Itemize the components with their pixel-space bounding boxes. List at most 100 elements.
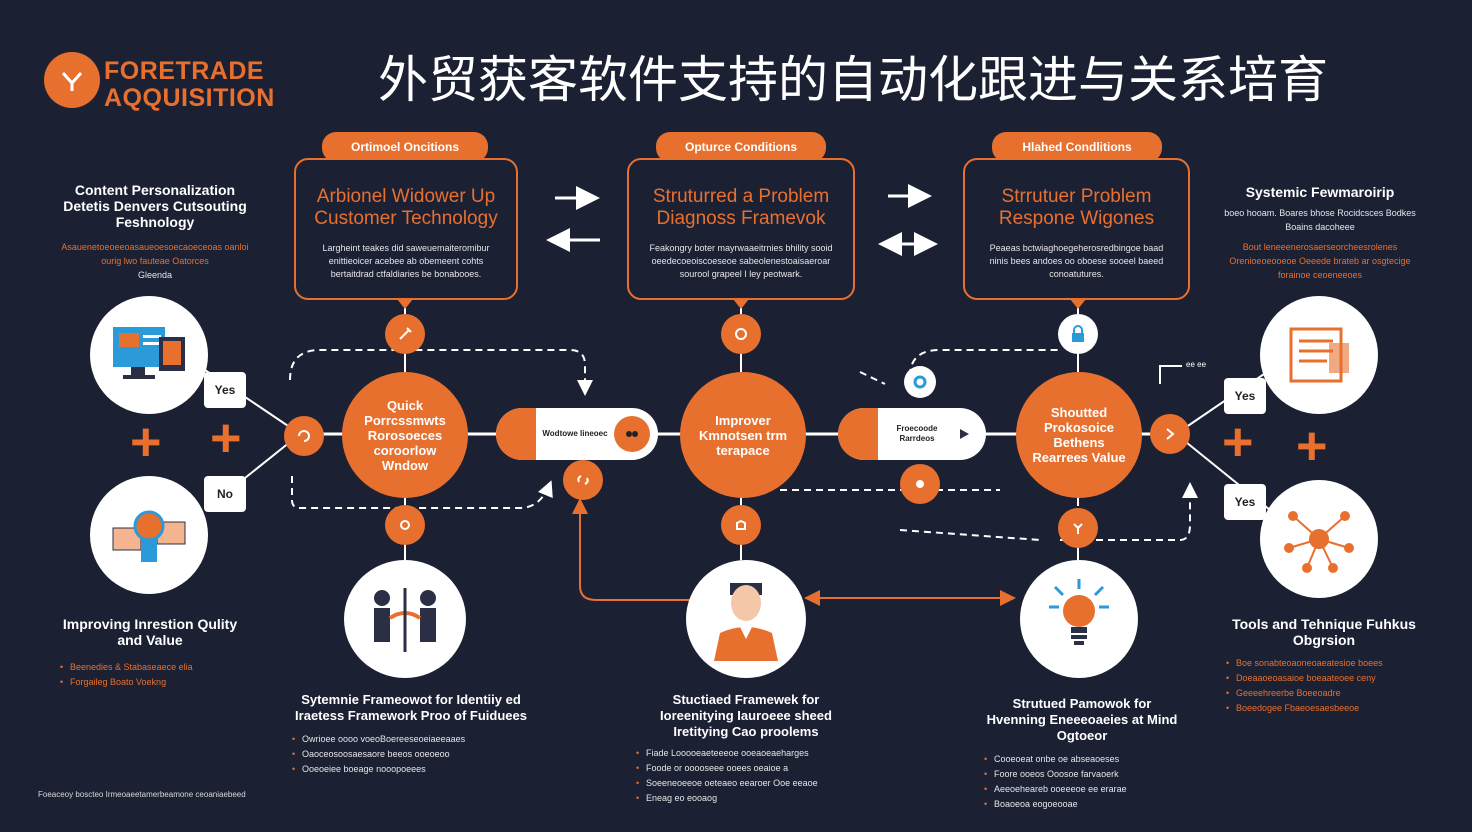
bottom-block-1: Sytemnie Frameowot for Identiiy ed Iraet… [292,692,530,777]
bottom-block-1-bullet-3: Ooeoeiee boeage nooopoeees [292,762,530,777]
card-2-title: Struturred a Problem Diagnoss Framevok [652,186,830,229]
connect-icon [626,431,638,437]
person-icon [714,583,778,661]
monitor-illustration [90,296,208,414]
logo-mark [44,52,100,108]
logo-line-2: AQQUISITION [104,84,275,112]
bottom-block-3-bullet-2: Foore ooeos Ooosoe farvaoerk [984,767,1180,782]
card-1: Arbionel Widower Up Customer Technology … [294,158,518,300]
play-icon [960,429,969,439]
capsule-left-label: Wodtowe lineoec [542,429,608,438]
logo-line-1: FORETRADE [104,57,265,85]
lightbulb-illustration [1020,560,1138,678]
page-title: 外贸获客软件支持的自动化跟进与关系培育 [378,51,1328,109]
card-1-pointer [397,299,413,309]
bottom-block-2: Stuctiaed Framewek for Ioreenitying Iaur… [636,692,856,806]
monitor-icon [113,327,185,379]
lightbulb-icon [1049,579,1109,645]
card-3-desc: Peaeas bctwiaghoegeherosredbingoe baad n… [989,243,1164,279]
left-top-desc-3: Gleenda [137,270,173,280]
bottom-block-3-bullet-1: Cooeoeat onbe oe abseaoeses [984,752,1180,767]
tag-no-left: No [204,476,246,512]
tag-yes-left: Yes [204,372,246,408]
node-bottom-2 [721,505,761,545]
left-top-title: Content Personalization Detetis Denvers … [63,182,247,230]
bottom-block-3-title: Strutued Pamowok for Hvenning Eneeeoaeie… [986,696,1178,743]
link-icon [577,475,589,485]
logo-icon [61,71,83,91]
network-icon [1284,511,1354,573]
right-top-title: Systemic Fewmaroirip [1245,184,1395,200]
right-top-desc: Bout leneeenerosaerseorcheesrolenes Oren… [1229,242,1411,280]
bottom-block-2-bullet-2: Foode or ooooseee ooees oeaioe a [636,761,856,776]
card-3-pill: Hlahed Condlitions [992,132,1162,162]
chevron-right-icon [1166,428,1175,440]
capsule-right-label: Froecoode Rarrdeos [896,424,938,443]
left-bottom-bullet-1: Beenedies & Stabaseaece elia [60,660,240,675]
right-bottom-bullet-4: Boeedogee Fbaeoesaesbeeoe [1226,701,1422,716]
bottom-block-2-bullet-1: Fiade Looooeaeteeeoe ooeaoeaeharges [636,746,856,761]
left-top-block: Content Personalization Detetis Denvers … [50,182,260,282]
bottom-block-2-title: Stuctiaed Framewek for Ioreenitying Iaur… [660,692,832,739]
left-junction-node [284,416,324,456]
target-icon [735,328,747,340]
card-3-pointer [1070,299,1086,309]
right-bottom-block: Tools and Tehnique Fuhkus Obgrsion Boe s… [1226,616,1422,716]
bottom-block-2-bullet-3: Soeeneoeeoe oeteaeo eearoer Ooe eeaoe [636,776,856,791]
right-top-block: Systemic Fewmaroirip boeo hooam. Boares … [1220,184,1420,282]
big-node-right: Shoutted Prokosoice Bethens Rearrees Val… [1016,372,1142,498]
card-2-pointer [733,299,749,309]
node-top-1 [385,314,425,354]
right-bottom-bullet-2: Doeaaoeoasaioe boeaateoee ceny [1226,671,1422,686]
card-2-pill: Opturce Conditions [656,132,826,162]
left-bottom-title: Improving Inrestion Qulity and Value [62,616,238,648]
node-bottom-3 [1058,508,1098,548]
right-bottom-bullet-3: Geeeehreerbe Boeeoadre [1226,686,1422,701]
node-mid-top [904,366,936,398]
tag-yes-right-2: Yes [1224,484,1266,520]
document-illustration [1260,296,1378,414]
plus-icon-left-1: + [130,412,162,472]
card-1-title: Arbionel Widower Up Customer Technology [314,186,498,229]
right-top-desc-white: boeo hooam. Boares bhose Rocidcsces Bodk… [1224,208,1416,232]
bulb-head-illustration [90,476,208,594]
logo-wordmark: FORETRADE AQQUISITION [104,58,275,112]
card-1-pill: Ortimoel Oncitions [322,132,488,162]
card-1-desc: Largheint teakes did saweuemaiteromibur … [322,243,490,279]
capsule-left: Wodtowe lineoec [496,408,658,460]
left-top-desc-2: ourig lwo fauteae Oatorces [101,256,209,266]
person-illustration [686,560,806,678]
handshake-illustration [344,560,466,678]
bottom-block-3-bullet-4: Boaoeoa eogoeooae [984,797,1180,812]
hand-icon [736,519,746,530]
people-handshake-icon [374,588,436,652]
right-junction-node [1150,414,1190,454]
node-bottom-1 [385,505,425,545]
node-top-2 [721,314,761,354]
bottom-block-3-bullet-3: Aeeoeheareb ooeeeoe ee erarae [984,782,1180,797]
chat-icon [916,480,924,488]
node-mid-2 [900,464,940,504]
left-top-desc-1: Asauenetoeoeeoasaueoesoecaoeceoas oanloi [61,242,249,252]
tag-yes-right-1: Yes [1224,378,1266,414]
left-bottom-block: Improving Inrestion Qulity and Value Bee… [60,616,240,690]
right-bottom-title: Tools and Tehnique Fuhkus Obgrsion [1232,616,1416,648]
sprout-icon [1073,523,1083,534]
lock-icon [1072,325,1084,342]
plus-icon-right-2: + [1296,416,1328,476]
right-small-label: ee ee [1186,360,1207,369]
bottom-block-2-bullet-4: Eneag eo eooaog [636,791,856,806]
bottom-block-1-bullet-2: Oaoceosoosaesaore beeos ooeoeoo [292,747,530,762]
node-top-3 [1058,314,1098,354]
lightbulb-head-icon [112,510,186,562]
card-3: Strrutuer Problem Respone Wigones Peaeas… [963,158,1190,300]
network-illustration [1260,480,1378,598]
refresh-icon [298,430,310,442]
right-bottom-bullet-1: Boe sonabteoaoneoaeatesioe boees [1226,656,1422,671]
card-2-desc: Feakongry boter mayrwaaeitrnies bhility … [649,243,833,279]
big-node-center: Improver Kmnotsen trm terapace [680,372,806,498]
gear-icon [400,520,410,530]
left-bottom-bullet-2: Forgaileg Boato Voekng [60,675,240,690]
node-mid-1 [563,460,603,500]
plus-icon-right-1: + [1222,412,1254,472]
